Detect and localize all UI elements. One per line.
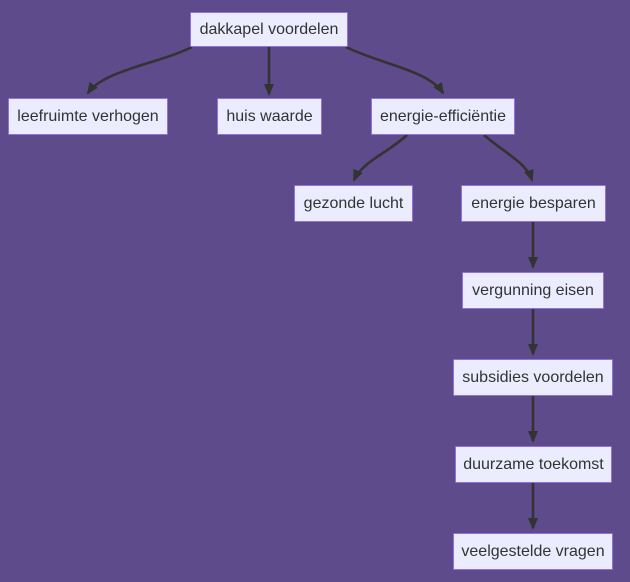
node-duurzame-toekomst: duurzame toekomst <box>455 446 612 483</box>
edge-energie-efficientie-energie-besparen <box>483 134 534 182</box>
node-leefruimte-verhogen: leefruimte verhogen <box>8 98 168 135</box>
edge-energie-efficientie-gezonde-lucht <box>352 134 408 182</box>
edge-dakkapel-voordelen-energie-efficientie <box>345 45 445 95</box>
node-energie-efficientie: energie-efficiëntie <box>371 98 515 135</box>
node-huis-waarde: huis waarde <box>217 98 322 135</box>
node-dakkapel-voordelen: dakkapel voordelen <box>190 12 348 47</box>
node-vergunning-eisen: vergunning eisen <box>462 272 604 309</box>
node-gezonde-lucht: gezonde lucht <box>294 185 413 222</box>
node-veelgestelde-vragen: veelgestelde vragen <box>453 533 613 570</box>
node-subsidies-voordelen: subsidies voordelen <box>453 359 613 396</box>
edge-dakkapel-voordelen-leefruimte-verhogen <box>86 45 193 95</box>
node-energie-besparen: energie besparen <box>461 185 606 222</box>
